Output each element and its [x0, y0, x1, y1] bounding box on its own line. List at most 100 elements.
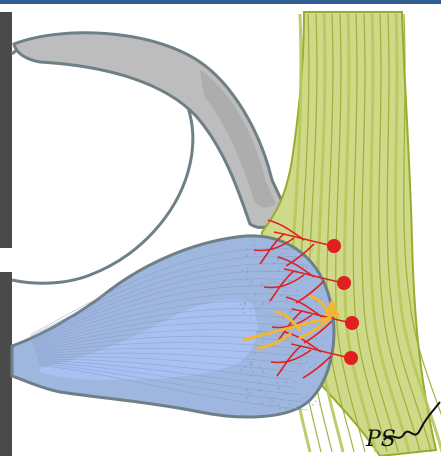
- stipple-dot: [306, 395, 308, 397]
- stipple-dot: [274, 281, 276, 283]
- stipple-dot: [300, 350, 302, 352]
- stipple-dot: [315, 401, 317, 403]
- stipple-dot: [295, 388, 297, 390]
- stipple-dot: [254, 407, 256, 409]
- stipple-dot: [246, 390, 248, 392]
- stipple-dot: [285, 381, 287, 383]
- stipple-dot: [277, 387, 279, 389]
- stipple-dot: [281, 253, 283, 255]
- red-cell-body: [345, 316, 359, 330]
- stipple-dot: [256, 331, 258, 333]
- stipple-dot: [254, 252, 256, 254]
- stipple-dot: [286, 248, 288, 250]
- stipple-dot: [249, 284, 251, 286]
- stipple-dot: [273, 262, 275, 264]
- stipple-dot: [320, 298, 322, 300]
- stipple-dot: [278, 335, 280, 337]
- stipple-dot: [259, 390, 261, 392]
- stipple-dot: [272, 249, 274, 251]
- stipple-dot: [318, 386, 320, 388]
- stipple-dot: [266, 270, 268, 272]
- stipple-dot: [277, 306, 279, 308]
- stipple-dot: [269, 405, 271, 407]
- stipple-dot: [315, 338, 317, 340]
- stipple-dot: [259, 366, 261, 368]
- stipple-dot: [246, 255, 248, 257]
- stipple-dot: [273, 328, 275, 330]
- stipple-dot: [303, 397, 305, 399]
- stipple-dot: [269, 302, 271, 304]
- stipple-dot: [285, 394, 287, 396]
- red-cell-body: [344, 351, 358, 365]
- stipple-dot: [255, 294, 257, 296]
- stipple-dot: [246, 397, 248, 399]
- stipple-dot: [249, 317, 251, 319]
- signature-initials: PS: [365, 427, 396, 452]
- stipple-dot: [278, 270, 280, 272]
- stipple-dot: [285, 253, 287, 255]
- stipple-dot: [249, 392, 251, 394]
- stipple-dot: [276, 382, 278, 384]
- stipple-dot: [282, 317, 284, 319]
- stipple-dot: [255, 353, 257, 355]
- stipple-dot: [279, 408, 281, 410]
- stipple-dot: [257, 309, 259, 311]
- stipple-dot: [277, 258, 279, 260]
- stipple-dot: [303, 350, 305, 352]
- stipple-dot: [290, 309, 292, 311]
- stipple-dot: [242, 343, 244, 345]
- stipple-dot: [277, 317, 279, 319]
- red-cell-body: [327, 239, 341, 253]
- stipple-dot: [314, 363, 316, 365]
- stipple-dot: [297, 351, 299, 353]
- stipple-dot: [289, 312, 291, 314]
- stipple-dot: [268, 300, 270, 302]
- left-photo-strip-upper: [0, 12, 12, 248]
- stipple-dot: [246, 248, 248, 250]
- stipple-dot: [278, 404, 280, 406]
- stipple-dot: [289, 403, 291, 405]
- stipple-dot: [278, 366, 280, 368]
- stipple-dot: [243, 302, 245, 304]
- stipple-dot: [246, 279, 248, 281]
- stipple-dot: [285, 290, 287, 292]
- stipple-dot: [267, 303, 269, 305]
- stipple-dot: [242, 308, 244, 310]
- stipple-dot: [244, 305, 246, 307]
- stipple-dot: [280, 295, 282, 297]
- stipple-dot: [260, 284, 262, 286]
- stipple-dot: [262, 402, 264, 404]
- red-cell-body: [337, 276, 351, 290]
- stipple-dot: [292, 258, 294, 260]
- stipple-dot: [308, 346, 310, 348]
- stipple-dot: [279, 283, 281, 285]
- stipple-dot: [288, 280, 290, 282]
- stipple-dot: [272, 400, 274, 402]
- stipple-dot: [271, 396, 273, 398]
- stipple-dot: [285, 407, 287, 409]
- stipple-dot: [306, 361, 308, 363]
- stipple-dot: [312, 404, 314, 406]
- stipple-dot: [259, 381, 261, 383]
- stipple-dot: [316, 261, 318, 263]
- left-photo-strip-lower: [0, 272, 12, 456]
- stipple-dot: [268, 313, 270, 315]
- stipple-dot: [293, 381, 295, 383]
- stipple-dot: [247, 267, 249, 269]
- stipple-dot: [263, 302, 265, 304]
- stipple-dot: [262, 371, 264, 373]
- stipple-dot: [286, 299, 288, 301]
- stipple-dot: [302, 266, 304, 268]
- stipple-dot: [321, 345, 323, 347]
- stipple-dot: [250, 309, 252, 311]
- stipple-dot: [250, 361, 252, 363]
- stipple-dot: [250, 375, 252, 377]
- stipple-dot: [322, 336, 324, 338]
- stipple-dot: [309, 367, 311, 369]
- stipple-dot: [275, 335, 277, 337]
- stipple-dot: [311, 268, 313, 270]
- stipple-dot: [253, 244, 255, 246]
- stipple-dot: [241, 270, 243, 272]
